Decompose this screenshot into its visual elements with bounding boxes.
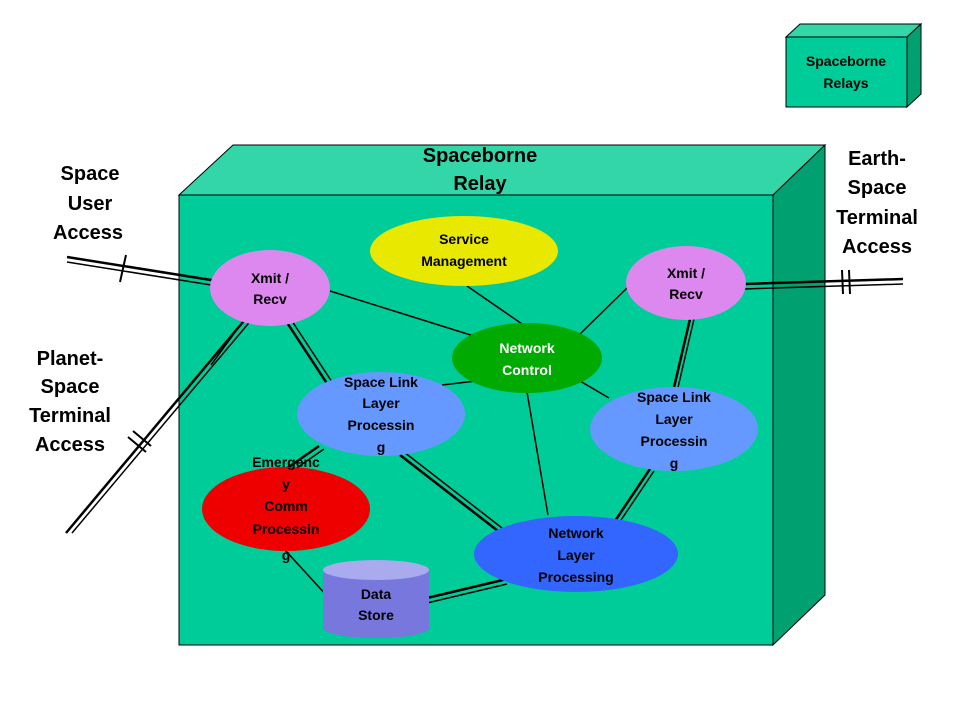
node-xmit-right: Xmit / Recv: [626, 246, 746, 320]
xmit-left-line2: Recv: [253, 291, 287, 307]
space-user-access-link: [66, 254, 231, 289]
conn-datastore-netlayer: [426, 577, 508, 600]
netlayer-line3: Processing: [538, 569, 613, 585]
emerg-line3: Comm: [264, 498, 308, 514]
conn-xmitR-slR: [670, 318, 692, 397]
earth-line1: Earth-: [848, 148, 906, 170]
legend-side-face: [906, 22, 922, 109]
xmit-left-line1: Xmit /: [251, 270, 289, 286]
emerg-line2: y: [282, 476, 290, 492]
earth-line2: Space: [848, 177, 907, 199]
legend-label-line1: Spaceborne: [806, 53, 886, 69]
service-line1: Service: [439, 231, 489, 247]
sl-left-line4: g: [377, 439, 386, 455]
planet-line4: Access: [35, 434, 105, 456]
sl-left-line3: Processin: [348, 417, 415, 433]
planet-line2: Space: [41, 376, 100, 398]
label-planet-space-access: Planet- Space Terminal Access: [29, 348, 111, 456]
node-space-link-right: Space Link Layer Processin g: [590, 387, 758, 471]
sl-left-line2: Layer: [362, 395, 400, 411]
conn-xmitL-netctrl: [329, 290, 478, 338]
earth-line3: Terminal: [836, 207, 918, 229]
sl-right-line3: Processin: [641, 433, 708, 449]
legend-label-line2: Relays: [823, 75, 868, 91]
datastore-line2: Store: [358, 607, 394, 623]
conn-slL-emerg: [282, 444, 320, 473]
sl-left-line1: Space Link: [344, 374, 418, 390]
node-data-store: Data Store: [323, 560, 429, 638]
node-xmit-left: Xmit / Recv: [210, 250, 330, 326]
xmit-right-line1: Xmit /: [667, 265, 705, 281]
planet-line1: Planet-: [37, 348, 104, 370]
relay-title-line2: Relay: [453, 173, 507, 195]
conn-slR-netctrl: [579, 380, 610, 399]
conn-xmitL-emerg: [210, 323, 242, 366]
datastore-line1: Data: [361, 586, 392, 602]
node-space-link-left: Space Link Layer Processin g: [297, 372, 465, 456]
conn-xmitL-slL: [282, 317, 330, 386]
netlayer-line1: Network: [548, 525, 603, 541]
legend-top-face: [784, 23, 923, 38]
netlayer-line2: Layer: [557, 547, 595, 563]
planet-space-access-link: [65, 315, 254, 534]
node-network-control: Network Control: [452, 323, 602, 393]
conn-slL-netctrl: [441, 380, 477, 386]
emerg-line5: g: [282, 547, 291, 563]
label-earth-space-access: Earth- Space Terminal Access: [836, 148, 918, 258]
connections: [210, 285, 695, 604]
legend-spaceborne-relays: Spaceborne Relays: [784, 22, 923, 109]
xmit-right-line2: Recv: [669, 286, 703, 302]
sl-right-line1: Space Link: [637, 389, 711, 405]
conn-emerg-datastore: [284, 549, 329, 598]
label-space-user-access: Space User Access: [53, 163, 123, 244]
relay-title-line1: Spaceborne: [423, 145, 537, 167]
conn-xmitR-netctrl: [577, 286, 629, 337]
conn-service-netctrl: [466, 285, 526, 327]
earth-space-access-link: [743, 269, 904, 295]
space-user-line2: User: [68, 193, 113, 215]
conn-netctrl-netlayer: [526, 391, 549, 516]
earth-line4: Access: [842, 236, 912, 258]
planet-line3: Terminal: [29, 405, 111, 427]
legend-front-face: [785, 36, 908, 108]
emerg-line1: Emergenc: [252, 454, 320, 470]
netctrl-line1: Network: [499, 340, 554, 356]
conn-slR-netlayer: [613, 468, 652, 522]
sl-right-line2: Layer: [655, 411, 693, 427]
node-emergency-comm: Emergenc y Comm Processin g: [202, 454, 370, 563]
netctrl-line2: Control: [502, 362, 552, 378]
conn-slL-netlayer: [399, 454, 499, 532]
node-network-layer: Network Layer Processing: [474, 516, 678, 592]
service-line2: Management: [421, 253, 507, 269]
emerg-line4: Processin: [253, 521, 320, 537]
sl-right-line4: g: [670, 455, 679, 471]
relay-box-side: [772, 143, 826, 647]
node-service-management: Service Management: [370, 216, 558, 286]
space-user-line1: Space: [61, 163, 120, 185]
space-user-line3: Access: [53, 222, 123, 244]
